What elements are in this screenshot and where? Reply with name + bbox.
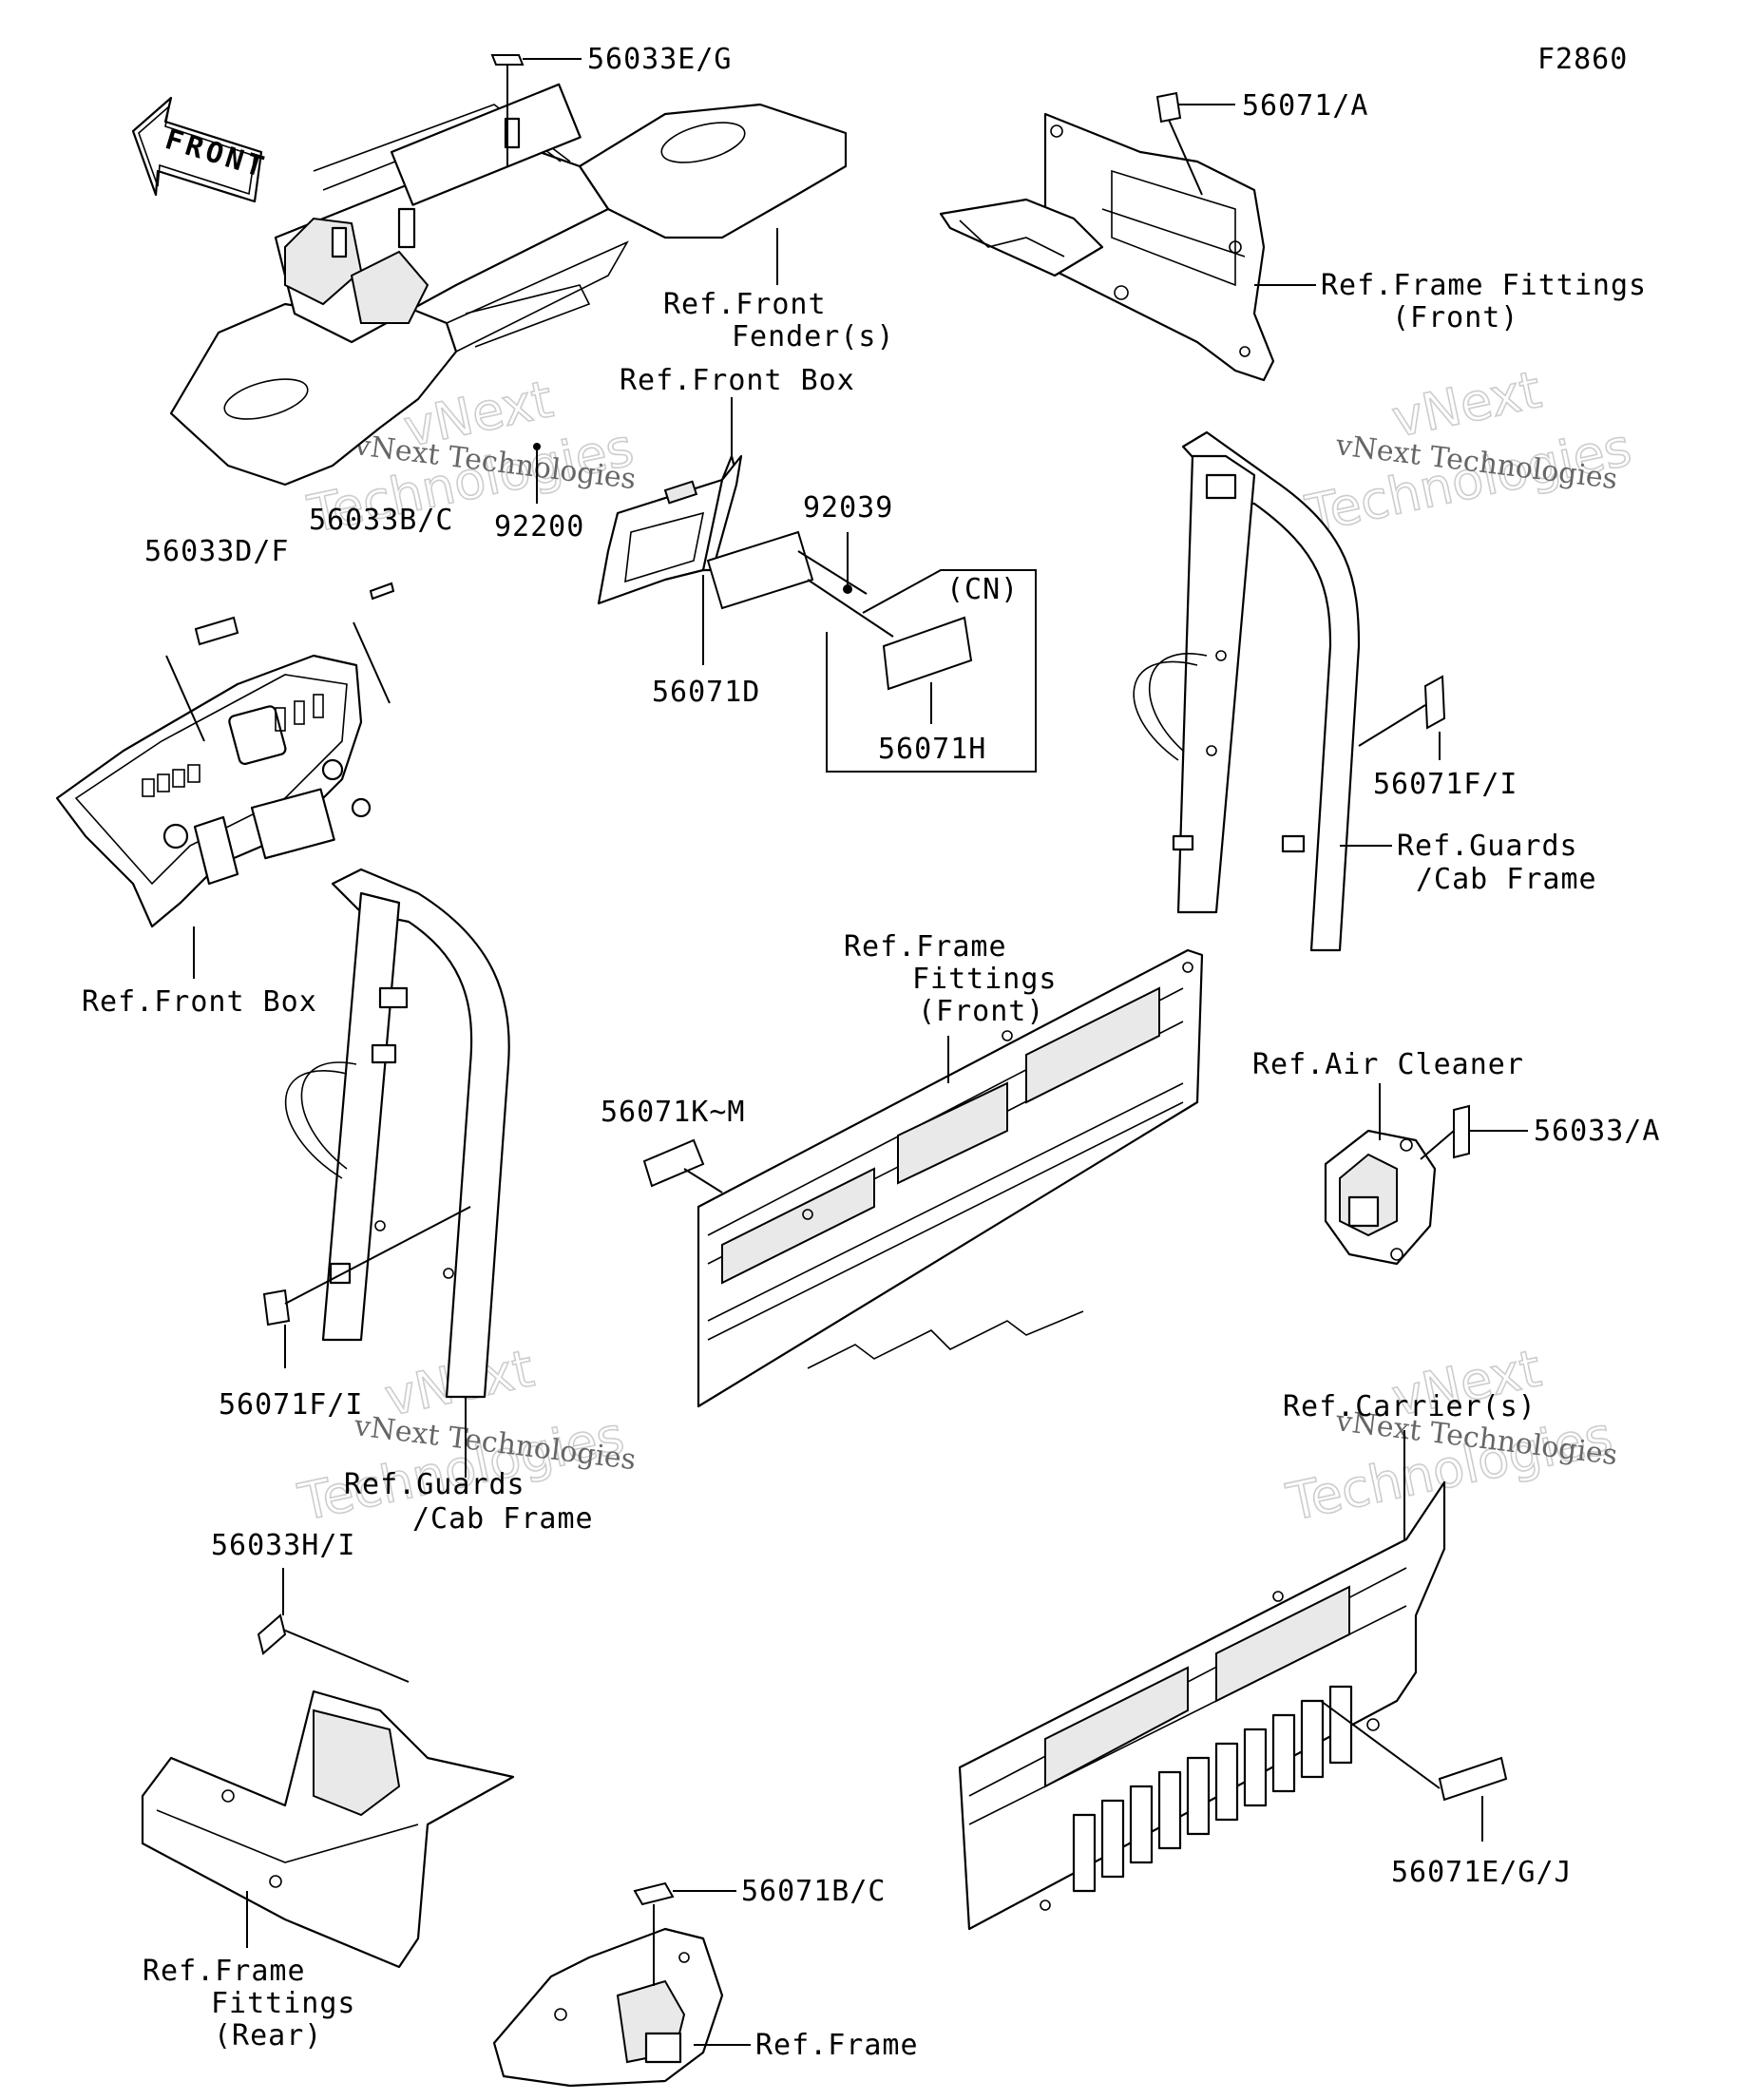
ref-guards-right: Ref.Guards /Cab Frame [1340, 830, 1597, 896]
decal-56071FI-right: 56071F/I [1358, 675, 1518, 801]
ref-frame-fittings-rear: Ref.Frame Fittings (Rear) [143, 1891, 356, 2052]
label-ref-frame-fittings-mid-2: Fittings [912, 963, 1058, 996]
ref-frame-fittings-front-top: Ref.Frame Fittings (Front) [1254, 269, 1647, 334]
decal-56071BC: 56071B/C [633, 1875, 887, 1986]
frame-fittings-front-panel [697, 948, 1204, 1408]
cn-callout-box: (CN) 56071H [807, 569, 1037, 773]
decal-56071FI-left: 56071F/I [219, 1206, 471, 1422]
label-56033A: 56033/A [1534, 1115, 1660, 1148]
decal-56033EG: 56033E/G [490, 43, 733, 166]
watermark-brand-top-right: vNext [1387, 359, 1546, 449]
decal-56071EGJ: 56071E/G/J [1320, 1700, 1573, 1889]
decal-56033A: 56033/A [1420, 1104, 1660, 1160]
ref-frame-bottom: Ref.Frame [694, 2029, 919, 2062]
label-56071BC: 56071B/C [741, 1875, 887, 1908]
label-ref-frame-fittings-front-top-1: Ref.Frame Fittings [1321, 269, 1647, 302]
label-ref-frame-fittings-mid-1: Ref.Frame [844, 930, 1007, 964]
decal-56071A: 56071/A [1155, 89, 1368, 196]
label-56071FI-right: 56071F/I [1373, 768, 1518, 801]
label-56033EG: 56033E/G [587, 43, 733, 76]
label-ref-guards-right-2: /Cab Frame [1416, 863, 1597, 896]
decal-56071KM: 56071K~M [601, 1096, 746, 1193]
front-fender-assembly [169, 83, 848, 487]
label-56071EGJ: 56071E/G/J [1391, 1856, 1573, 1889]
part-92200: 92200 [494, 443, 584, 544]
label-56033HI: 56033H/I [211, 1529, 356, 1562]
label-ref-frame-fittings-rear-3: (Rear) [214, 2019, 322, 2052]
label-56071FI-left: 56071F/I [219, 1388, 364, 1422]
label-ref-frame-fittings-mid-3: (Front) [918, 995, 1044, 1028]
ref-front-fender: Ref.Front Fender(s) [663, 228, 895, 353]
air-cleaner [1324, 1129, 1437, 1266]
ref-carriers: Ref.Carrier(s) [1283, 1390, 1537, 1539]
ref-front-box-left: Ref.Front Box [82, 926, 317, 1019]
front-arrow-icon: FRONT [131, 96, 271, 203]
label-92200: 92200 [494, 510, 584, 544]
label-ref-air-cleaner: Ref.Air Cleaner [1252, 1048, 1524, 1081]
label-ref-front-fender-1: Ref.Front [663, 288, 827, 321]
label-56033DF: 56033D/F [144, 535, 290, 568]
frame-fittings-front-top [939, 112, 1275, 382]
label-56033BC: 56033B/C [309, 504, 454, 537]
label-56071KM: 56071K~M [601, 1096, 746, 1129]
ref-air-cleaner: Ref.Air Cleaner [1252, 1048, 1524, 1140]
carrier [958, 1480, 1446, 1931]
label-ref-frame-fittings-front-top-2: (Front) [1392, 301, 1518, 334]
ref-frame-fittings-mid: Ref.Frame Fittings (Front) [844, 930, 1058, 1083]
label-ref-frame-fittings-rear-1: Ref.Frame [143, 1955, 306, 1988]
front-box-lid [597, 454, 743, 605]
label-ref-guards-right-1: Ref.Guards [1397, 830, 1578, 863]
decal-56033BC: 56033B/C [309, 504, 454, 704]
label-ref-front-fender-2: Fender(s) [732, 320, 895, 353]
label-ref-carriers: Ref.Carrier(s) [1283, 1390, 1537, 1423]
figure-code: F2860 [1537, 43, 1628, 76]
label-ref-front-box-top: Ref.Front Box [620, 364, 855, 397]
label-ref-guards-left-1: Ref.Guards [344, 1468, 525, 1501]
label-ref-front-box-left: Ref.Front Box [82, 985, 317, 1019]
decal-56033HI: 56033H/I [211, 1529, 410, 1683]
decal-56071D: 56071D [652, 530, 814, 709]
label-56071D: 56071D [652, 676, 760, 709]
frame-bottom [492, 1927, 724, 2088]
cab-frame-right [1133, 430, 1361, 952]
ref-front-box-top: Ref.Front Box [620, 364, 855, 456]
label-ref-guards-left-2: /Cab Frame [412, 1502, 594, 1536]
cab-frame-left [284, 868, 510, 1399]
label-56071H: 56071H [878, 733, 986, 766]
label-ref-frame-fittings-rear-2: Fittings [211, 1987, 356, 2020]
ref-guards-left: Ref.Guards /Cab Frame [344, 1397, 594, 1536]
frame-fittings-rear [141, 1690, 515, 1969]
part-92039: 92039 [797, 491, 893, 595]
label-cn: (CN) [946, 573, 1019, 606]
dash-panel-front-box [55, 654, 372, 928]
label-ref-frame-bottom: Ref.Frame [755, 2029, 919, 2062]
label-92039: 92039 [803, 491, 893, 525]
label-56071A: 56071/A [1242, 89, 1368, 123]
decal-56033DF: 56033D/F [144, 535, 290, 742]
